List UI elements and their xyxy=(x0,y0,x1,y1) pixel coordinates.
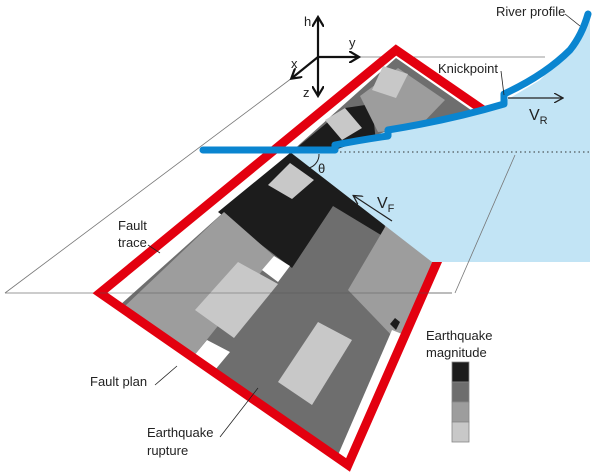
rupture-label-2: rupture xyxy=(147,443,188,458)
leader-line xyxy=(219,387,259,438)
axis-h-label: h xyxy=(304,14,311,29)
river-profile-label: River profile xyxy=(496,4,565,19)
axis-x-label: x xyxy=(291,56,298,71)
fault-trace-label-2: trace xyxy=(118,235,147,250)
legend-title-2: magnitude xyxy=(426,345,487,360)
legend-swatch xyxy=(451,381,470,403)
leader-line xyxy=(500,70,505,96)
axis-y-label: y xyxy=(349,35,356,50)
v-r-label: VR xyxy=(529,107,548,127)
river-area xyxy=(290,18,590,262)
fault-trace-label-1: Fault xyxy=(118,218,147,233)
magnitude-legend: Earthquake magnitude xyxy=(426,328,493,443)
fault-plan-label: Fault plan xyxy=(90,374,147,389)
rupture-label-1: Earthquake xyxy=(147,425,214,440)
angle-arc xyxy=(308,153,320,169)
fault-outline xyxy=(92,44,505,472)
axis-z-label: z xyxy=(303,85,310,100)
legend-title-1: Earthquake xyxy=(426,328,493,343)
leader-line xyxy=(154,365,178,386)
legend-swatch xyxy=(451,421,470,443)
v-f-label: VF xyxy=(377,195,395,215)
legend-swatch xyxy=(451,361,470,383)
legend-swatch xyxy=(451,401,470,423)
axes xyxy=(292,18,358,95)
plane-edge xyxy=(454,154,516,294)
knickpoint-label: Knickpoint xyxy=(438,61,498,76)
v-f-arrow-icon xyxy=(354,196,393,222)
leader-line xyxy=(564,13,581,27)
river-profile xyxy=(199,10,592,154)
leader-line xyxy=(147,244,161,254)
theta-label: θ xyxy=(318,161,325,176)
x-axis-arrow-icon xyxy=(292,56,319,78)
